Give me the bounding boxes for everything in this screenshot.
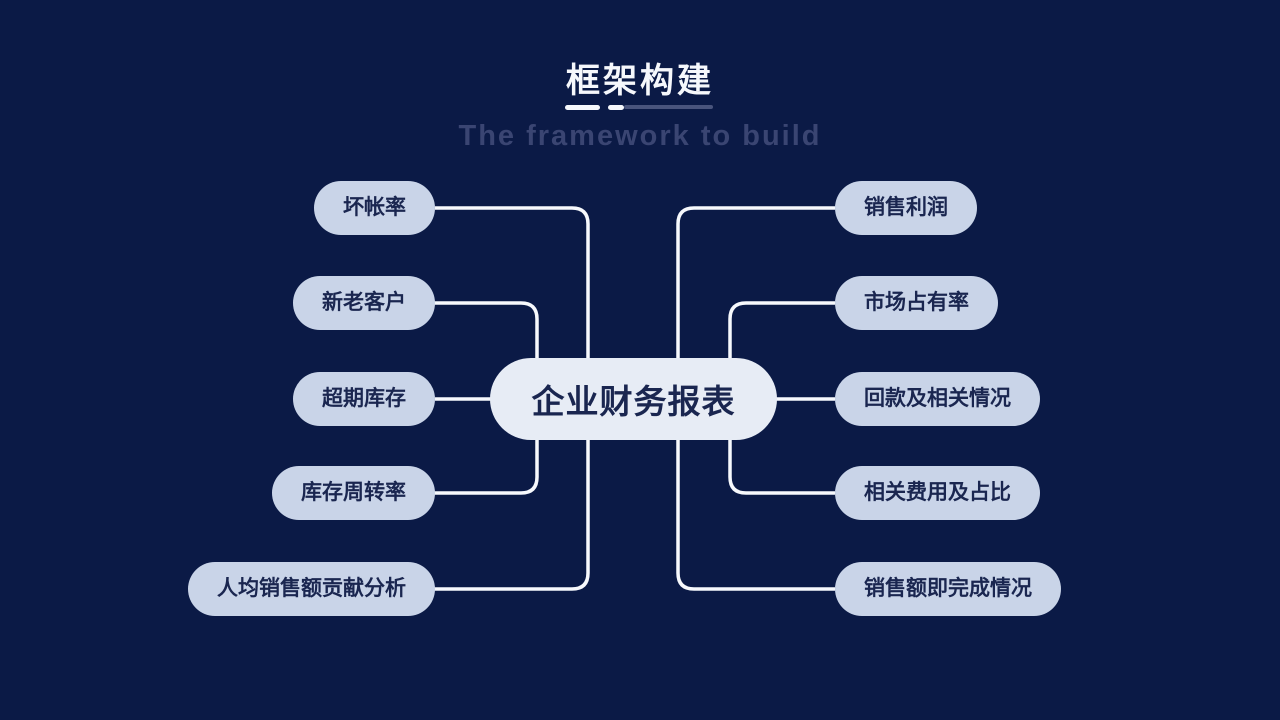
node-bad-debt-rate: 坏帐率 [314, 181, 435, 235]
connector-right-1 [676, 206, 835, 358]
connector-left-1 [435, 206, 590, 358]
node-sales-completion: 销售额即完成情况 [835, 562, 1061, 616]
divider-segment-bold [565, 104, 600, 110]
node-enterprise-financial-statements: 企业财务报表 [490, 358, 777, 440]
node-market-share: 市场占有率 [835, 276, 998, 330]
node-new-old-customers: 新老客户 [293, 276, 435, 330]
divider-segment-short [608, 104, 624, 110]
title-divider [565, 104, 715, 110]
node-inventory-turnover: 库存周转率 [272, 466, 435, 520]
connector-left-4 [433, 440, 539, 495]
page-title: 框架构建 [566, 62, 714, 100]
divider-tail-line [624, 105, 713, 109]
connector-left-5 [433, 440, 590, 591]
connector-right-2 [728, 301, 835, 358]
node-per-capita-sales-analysis: 人均销售额贡献分析 [188, 562, 435, 616]
connector-right-4 [728, 440, 835, 495]
connector-left-2 [433, 301, 539, 358]
node-sales-profit: 销售利润 [835, 181, 977, 235]
page-subtitle: The framework to build [458, 120, 822, 152]
node-related-expenses: 相关费用及占比 [835, 466, 1040, 520]
connector-right-5 [676, 440, 835, 591]
node-payment-collection: 回款及相关情况 [835, 372, 1040, 426]
node-overdue-inventory: 超期库存 [293, 372, 435, 426]
